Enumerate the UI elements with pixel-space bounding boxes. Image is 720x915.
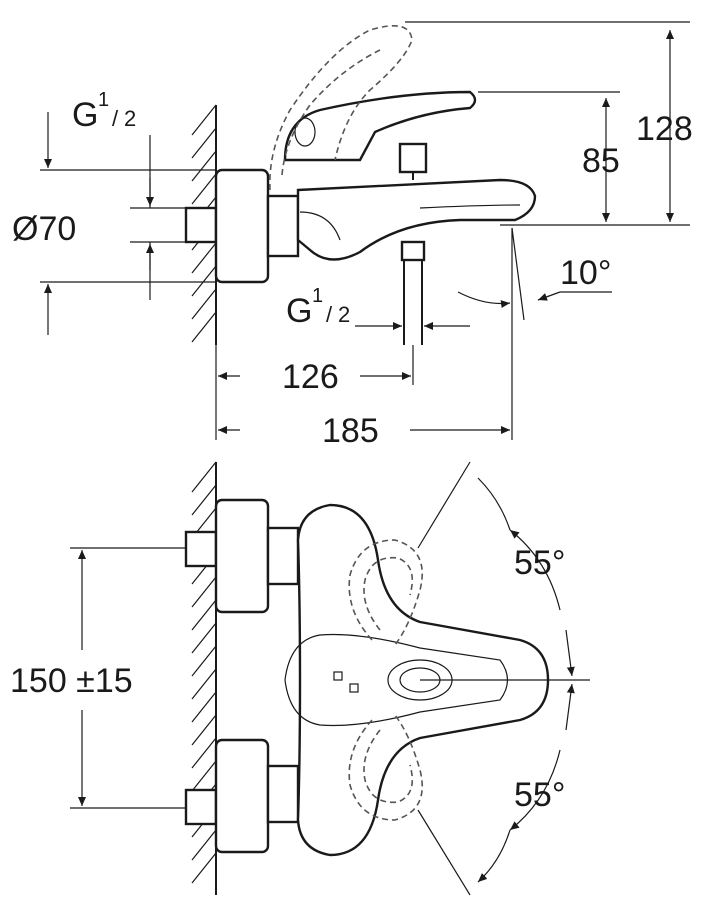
spout-distance-label: 185 [322, 412, 379, 450]
dimension-lines-side [44, 30, 674, 434]
svg-text:2: 2 [338, 302, 350, 327]
mixer-side [184, 24, 537, 345]
svg-text:2: 2 [124, 106, 136, 131]
svg-text:/: / [326, 302, 333, 327]
reference-lines-side [40, 21, 690, 440]
mixer-top [184, 498, 550, 857]
rotation-angle-lower-label: 55° [514, 776, 565, 814]
thread-label-inlet: G 1 / 2 [72, 89, 136, 134]
reference-lines-top [70, 461, 590, 896]
height-spout-label: 85 [582, 142, 620, 180]
top-view: 150 ±15 55° 55° [10, 461, 590, 896]
rotation-angle-upper-label: 55° [514, 544, 565, 582]
svg-text:1: 1 [98, 89, 109, 111]
svg-text:G: G [286, 292, 312, 330]
wall-top [191, 461, 217, 895]
side-view: G 1 / 2 Ø70 G 1 / 2 128 85 10° 126 185 [12, 21, 693, 450]
svg-text:/: / [112, 106, 119, 131]
height-max-label: 128 [636, 110, 693, 148]
spout-angle-label: 10° [560, 254, 611, 292]
diameter-label: Ø70 [12, 210, 76, 248]
dimension-lines-top [78, 477, 575, 883]
svg-text:1: 1 [312, 285, 323, 307]
svg-text:G: G [72, 96, 98, 134]
centre-distance-label: 150 ±15 [10, 662, 133, 700]
outlet-distance-label: 126 [282, 358, 339, 396]
thread-label-outlet: G 1 / 2 [286, 285, 350, 330]
